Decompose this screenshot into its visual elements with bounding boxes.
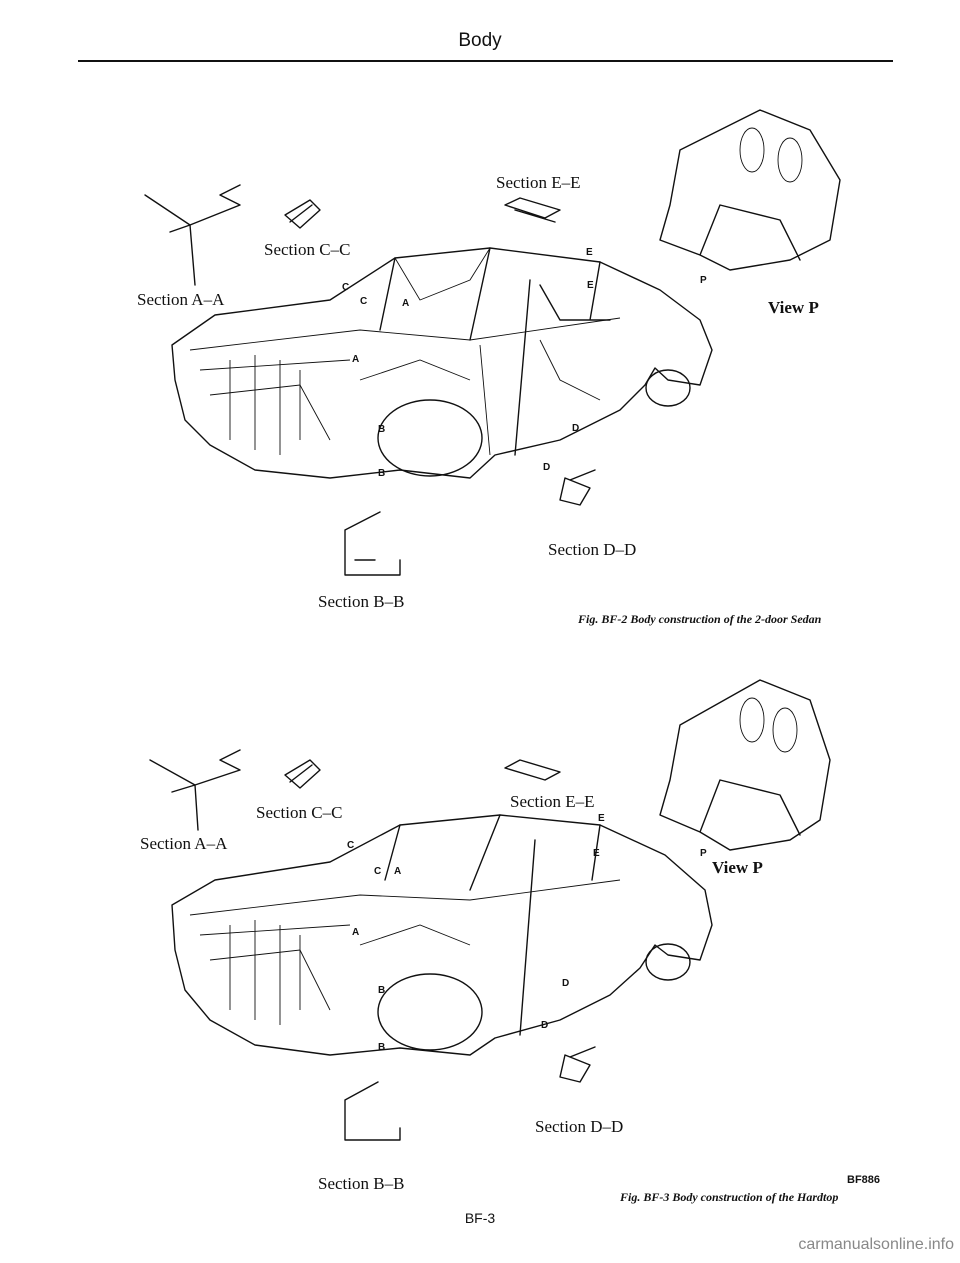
fig1-marker-b1: B: [378, 424, 386, 435]
fig1-section-bb-label: Section B–B: [318, 592, 405, 611]
fig1-marker-b2: B: [378, 468, 386, 479]
fig2-marker-a1: A: [394, 866, 402, 877]
fig1-marker-p: P: [700, 275, 707, 286]
fig1-view-p-label: View P: [768, 298, 819, 317]
fig2-marker-p: P: [700, 848, 707, 859]
fig2-section-ee-label: Section E–E: [510, 792, 595, 811]
fig1-marker-c2: C: [360, 296, 368, 307]
fig2-section-cc-label: Section C–C: [256, 803, 343, 822]
fig1-section-aa-label: Section A–A: [137, 290, 225, 309]
fig1-marker-a1: A: [402, 298, 410, 309]
fig1-section-ee-label: Section E–E: [496, 173, 581, 192]
fig1-caption: Fig. BF-2 Body construction of the 2-doo…: [578, 612, 822, 626]
figure-code: BF886: [847, 1174, 881, 1186]
fig2-marker-c1: C: [347, 840, 355, 851]
fig2-marker-d1: D: [562, 978, 570, 989]
fig2-marker-b2: B: [378, 1042, 386, 1053]
fig2-section-bb-label: Section B–B: [318, 1174, 405, 1193]
sedan-body-drawing: [144, 109, 841, 576]
fig1-marker-a2: A: [352, 354, 360, 365]
fig2-marker-c2: C: [374, 866, 382, 877]
fig1-marker-d1: D: [572, 423, 580, 434]
header-rule: [78, 60, 893, 62]
watermark: carmanualsonline.info: [798, 1236, 954, 1253]
fig2-section-aa-label: Section A–A: [140, 834, 228, 853]
page-header: Body: [458, 30, 502, 51]
fig1-marker-d2: D: [543, 462, 551, 473]
fig2-marker-e2: E: [593, 848, 600, 859]
fig1-section-cc-label: Section C–C: [264, 240, 351, 259]
fig1-section-dd-label: Section D–D: [548, 540, 637, 559]
fig2-section-dd-label: Section D–D: [535, 1117, 624, 1136]
fig2-marker-b1: B: [378, 985, 386, 996]
fig1-marker-c1: C: [342, 282, 350, 293]
fig1-marker-e2: E: [587, 280, 594, 291]
hardtop-body-drawing: [149, 679, 831, 1141]
page-number: BF-3: [464, 1210, 496, 1226]
fig2-marker-e1: E: [598, 813, 605, 824]
fig2-view-p-label: View P: [712, 858, 763, 877]
fig2-marker-d2: D: [541, 1020, 549, 1031]
fig2-marker-a2: A: [352, 927, 360, 938]
fig1-marker-e1: E: [586, 247, 593, 258]
fig2-caption: Fig. BF-3 Body construction of the Hardt…: [620, 1190, 839, 1204]
